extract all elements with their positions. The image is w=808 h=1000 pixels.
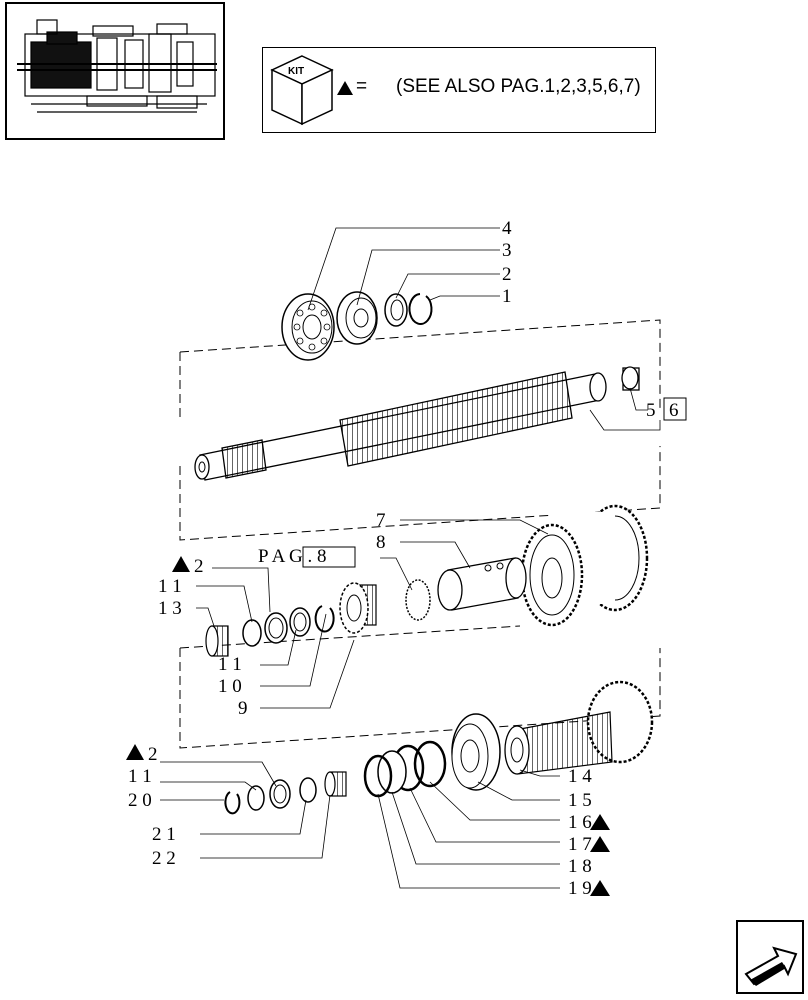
pag-8-reference[interactable]: P A G . 8 (258, 546, 326, 567)
callout-10[interactable]: 1 0 (218, 676, 242, 697)
callout-20[interactable]: 2 0 (128, 790, 152, 811)
part-11-ring-upper[interactable] (242, 619, 262, 647)
callout-22[interactable]: 2 2 (152, 848, 176, 869)
callout-21[interactable]: 2 1 (152, 824, 176, 845)
triangle-marker-icon-16 (590, 814, 610, 830)
part-2-ring[interactable] (384, 293, 408, 327)
callout-4[interactable]: 4 (502, 218, 512, 239)
part-15-bearing[interactable] (451, 713, 501, 791)
part-7-double-gear[interactable] (520, 504, 649, 627)
triangle-marker-icon-19 (590, 880, 610, 896)
callout-1[interactable]: 1 (502, 286, 512, 307)
part-12-ring-upper[interactable] (264, 612, 288, 644)
part-8-sleeve[interactable] (437, 557, 527, 611)
kit-label: KIT (288, 66, 304, 77)
triangle-marker-icon-17 (590, 836, 610, 852)
callout-16[interactable]: 1 6 (568, 812, 592, 833)
kit-equals-sign: = (356, 76, 368, 97)
callout-18[interactable]: 1 8 (568, 856, 592, 877)
callout-14[interactable]: 1 4 (568, 766, 592, 787)
part-1-snap-ring[interactable] (408, 293, 433, 325)
part-14-gear-shaft[interactable] (504, 680, 654, 775)
part-4-bearing[interactable] (281, 293, 335, 361)
assembly-outline-lines (179, 319, 661, 749)
callout-6[interactable]: 6 (669, 400, 679, 421)
part-9-gear[interactable] (339, 582, 377, 634)
pag-8-ring[interactable] (405, 579, 431, 621)
kit-cube-icon: KIT (270, 55, 334, 126)
callout-8[interactable]: 8 (376, 532, 386, 553)
callout-11-a[interactable]: 1 1 (158, 576, 182, 597)
callout-15[interactable]: 1 5 (568, 790, 592, 811)
part-21-ring[interactable] (299, 777, 317, 803)
see-also-reference[interactable]: (SEE ALSO PAG.1,2,3,5,6,7) (396, 76, 641, 97)
triangle-marker-icon-12b (126, 744, 144, 760)
next-page-button[interactable] (736, 920, 804, 994)
callout-19[interactable]: 1 9 (568, 878, 592, 899)
leader-lines (160, 227, 661, 889)
callout-5[interactable]: 5 (646, 400, 656, 421)
callout-2[interactable]: 2 (502, 264, 512, 285)
callout-12-upper[interactable]: 2 (194, 556, 204, 577)
part-12-ring-lower[interactable] (269, 779, 291, 809)
transmission-thumbnail-drawing (17, 19, 217, 113)
part-6-bushing[interactable] (621, 366, 640, 391)
pag-ref-box (302, 546, 356, 568)
callout-11-c[interactable]: 1 1 (128, 766, 152, 787)
part-20-snap-ring[interactable] (224, 791, 241, 815)
part-11-washer-upper[interactable] (289, 607, 311, 637)
triangle-marker-icon-12a (172, 556, 190, 572)
main-shaft[interactable] (194, 371, 607, 481)
callout-3[interactable]: 3 (502, 240, 512, 261)
callout-13[interactable]: 1 3 (158, 598, 182, 619)
callout-labels: 4 3 2 1 5 6 7 8 P A G . 8 2 1 1 1 3 1 1 … (126, 218, 687, 899)
part-16-ring[interactable] (413, 740, 447, 788)
callout-6-box (663, 397, 687, 421)
part-13-needle-bearing[interactable] (205, 625, 229, 657)
callout-7[interactable]: 7 (376, 510, 386, 531)
part-22-needle-bearing[interactable] (324, 771, 347, 797)
part-10-snap-ring[interactable] (314, 605, 335, 633)
callout-11-b[interactable]: 1 1 (218, 654, 242, 675)
callout-17[interactable]: 1 7 (568, 834, 592, 855)
part-11-ring-lower[interactable] (247, 785, 265, 811)
assembly-thumbnail[interactable] (5, 2, 225, 140)
part-3-bearing[interactable] (336, 291, 378, 345)
callout-9[interactable]: 9 (238, 698, 248, 719)
part-19-ring[interactable] (363, 754, 393, 798)
next-page-arrow-icon (744, 946, 798, 986)
triangle-marker-icon (337, 81, 353, 95)
callout-12-lower[interactable]: 2 (148, 744, 158, 765)
